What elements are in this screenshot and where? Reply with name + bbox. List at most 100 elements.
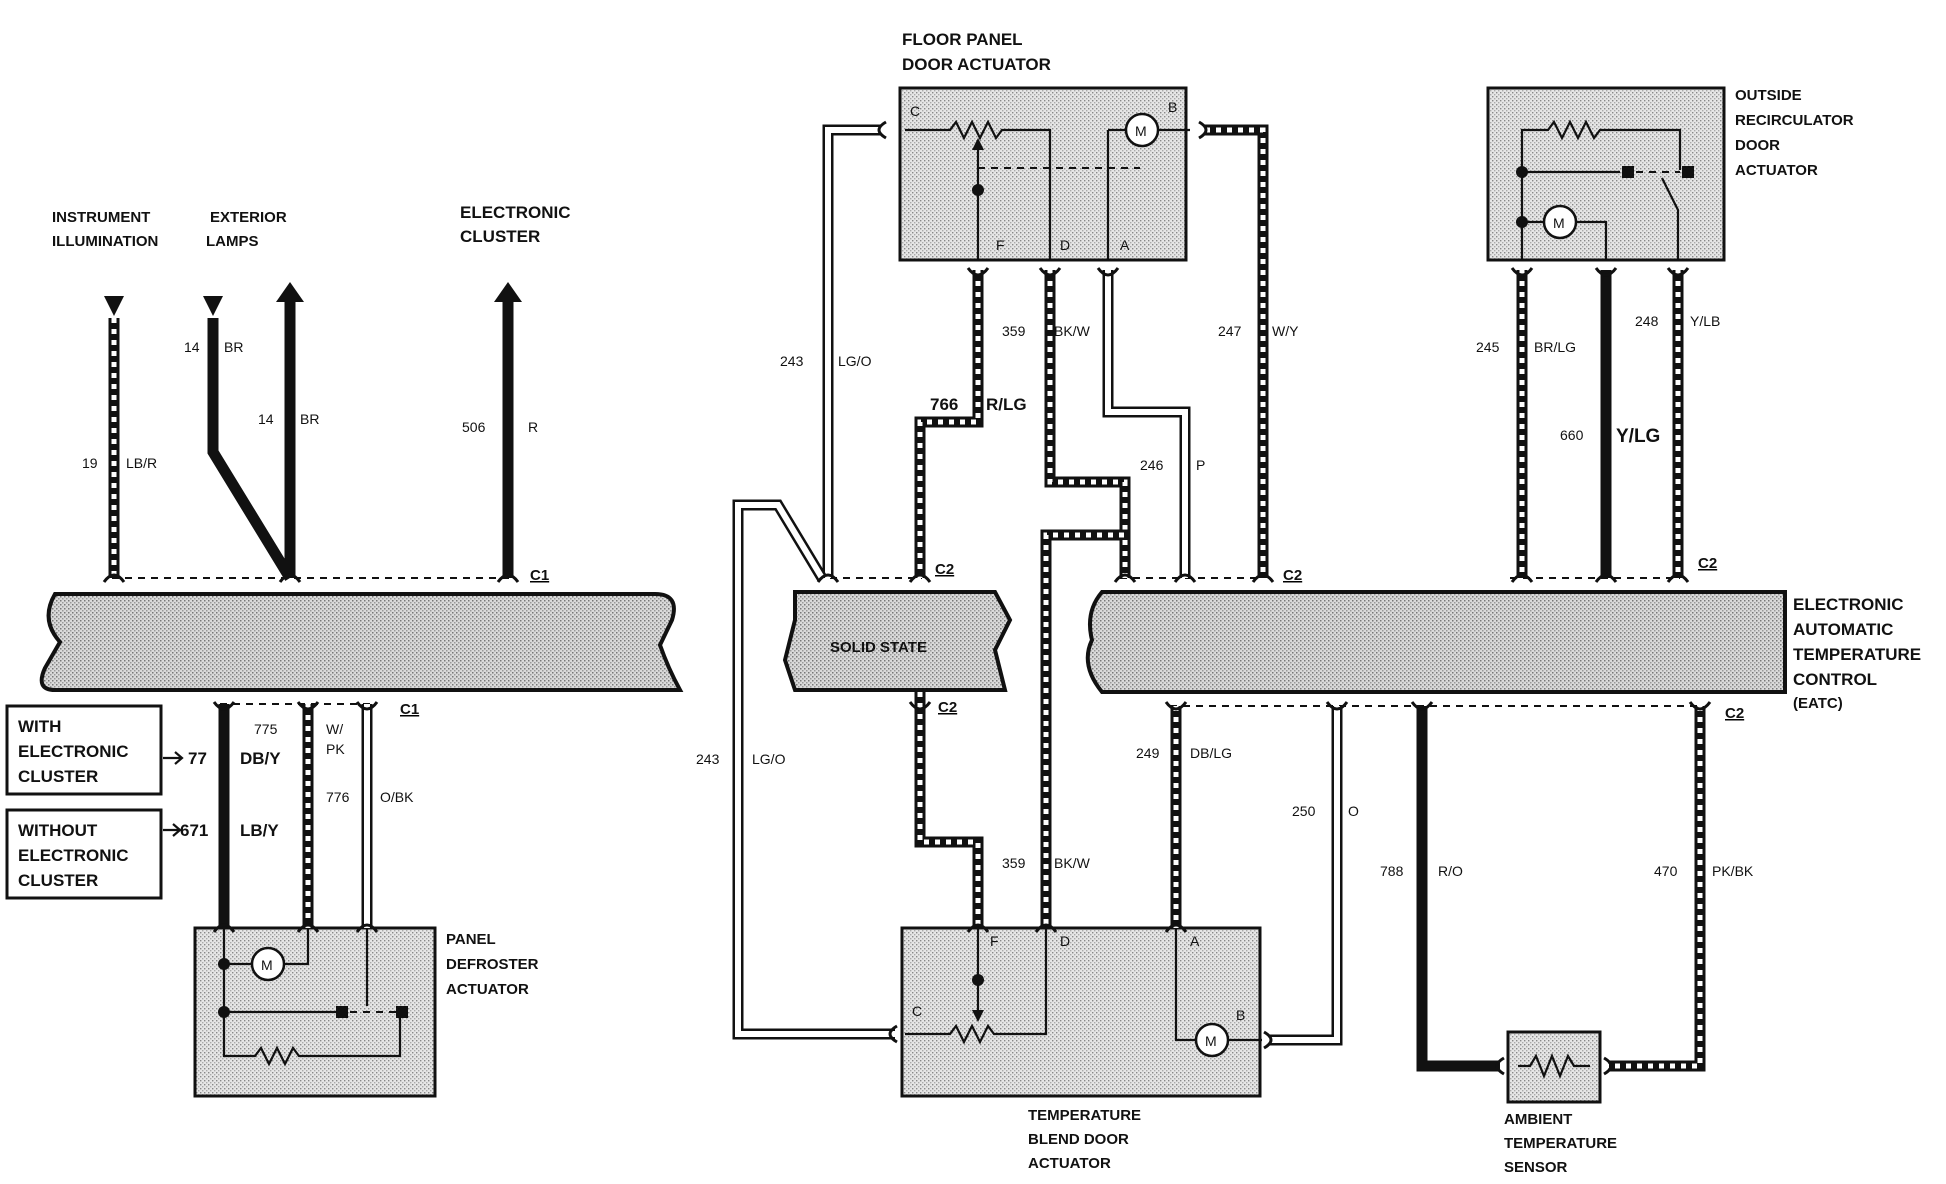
svg-text:PANEL: PANEL bbox=[446, 931, 496, 948]
svg-text:766: 766 bbox=[930, 395, 958, 414]
outside-recirc-label: OUTSIDE RECIRCULATOR DOOR ACTUATOR bbox=[1735, 87, 1854, 179]
svg-text:M: M bbox=[1205, 1033, 1217, 1049]
svg-text:506: 506 bbox=[462, 419, 486, 435]
svg-text:ACTUATOR: ACTUATOR bbox=[1028, 1155, 1111, 1172]
svg-text:Y/LB: Y/LB bbox=[1690, 313, 1720, 329]
pin-d-blend: D bbox=[1060, 933, 1070, 949]
svg-text:C2: C2 bbox=[1725, 705, 1744, 722]
with-cluster-label: WITH ELECTRONIC CLUSTER 77 bbox=[18, 717, 207, 786]
pin-b-floor: B bbox=[1168, 99, 1177, 115]
svg-text:243: 243 bbox=[696, 751, 720, 767]
svg-text:DB/Y: DB/Y bbox=[240, 749, 281, 768]
svg-text:C2: C2 bbox=[935, 561, 954, 578]
without-cluster-box bbox=[5, 808, 163, 900]
svg-text:BR: BR bbox=[300, 411, 319, 427]
svg-text:247: 247 bbox=[1218, 323, 1242, 339]
svg-text:LB/R: LB/R bbox=[126, 455, 157, 471]
svg-text:ACTUATOR: ACTUATOR bbox=[1735, 162, 1818, 179]
pin-a-floor: A bbox=[1120, 237, 1130, 253]
panel-defroster-label: PANEL DEFROSTER ACTUATOR bbox=[446, 931, 539, 998]
svg-text:660: 660 bbox=[1560, 427, 1584, 443]
svg-text:C2: C2 bbox=[1283, 567, 1302, 584]
svg-text:WITH: WITH bbox=[18, 717, 61, 736]
svg-text:PK/BK: PK/BK bbox=[1712, 863, 1754, 879]
svg-text:77: 77 bbox=[188, 749, 207, 768]
svg-text:BR/LG: BR/LG bbox=[1534, 339, 1576, 355]
svg-text:AMBIENT: AMBIENT bbox=[1504, 1111, 1572, 1128]
svg-text:DOOR: DOOR bbox=[1735, 137, 1780, 154]
temp-blend-actuator-box bbox=[900, 926, 1262, 1098]
without-cluster-label: WITHOUT ELECTRONIC CLUSTER 671 bbox=[18, 821, 208, 890]
svg-text:LG/O: LG/O bbox=[752, 751, 786, 767]
svg-text:775: 775 bbox=[254, 721, 278, 737]
svg-text:C1: C1 bbox=[400, 701, 419, 718]
svg-text:14: 14 bbox=[258, 411, 274, 427]
with-cluster-box bbox=[5, 704, 163, 796]
svg-text:CLUSTER: CLUSTER bbox=[460, 227, 540, 246]
svg-text:DB/LG: DB/LG bbox=[1190, 745, 1232, 761]
svg-text:(EATC): (EATC) bbox=[1793, 695, 1843, 712]
panel-defroster-internals: M bbox=[218, 928, 408, 1067]
connector-labels: C1 C1 C2 C2 C2 C2 C2 bbox=[400, 555, 1744, 722]
svg-text:W/: W/ bbox=[326, 721, 343, 737]
svg-text:FLOOR PANEL: FLOOR PANEL bbox=[902, 30, 1023, 49]
pin-a-blend: A bbox=[1190, 933, 1200, 949]
pin-d-floor: D bbox=[1060, 237, 1070, 253]
floor-panel-label: FLOOR PANEL DOOR ACTUATOR bbox=[902, 30, 1051, 74]
svg-text:EXTERIOR: EXTERIOR bbox=[210, 209, 287, 226]
svg-text:ELECTRONIC: ELECTRONIC bbox=[1793, 595, 1904, 614]
temp-blend-internals: M C F D A B bbox=[905, 928, 1262, 1058]
svg-text:248: 248 bbox=[1635, 313, 1659, 329]
svg-text:INSTRUMENT: INSTRUMENT bbox=[52, 209, 150, 226]
pin-c-blend: C bbox=[912, 1003, 922, 1019]
wire-labels: 19 LB/R 14 BR 14 BR 506 R 775 W/ PK 776 … bbox=[82, 313, 1754, 879]
svg-text:243: 243 bbox=[780, 353, 804, 369]
svg-text:M: M bbox=[261, 957, 273, 973]
svg-text:BR: BR bbox=[224, 339, 243, 355]
svg-text:R: R bbox=[528, 419, 538, 435]
temp-blend-label: TEMPERATURE BLEND DOOR ACTUATOR bbox=[1028, 1107, 1141, 1172]
svg-text:246: 246 bbox=[1140, 457, 1164, 473]
svg-text:359: 359 bbox=[1002, 323, 1026, 339]
solid-state-module bbox=[782, 590, 1013, 692]
svg-text:LB/Y: LB/Y bbox=[240, 821, 279, 840]
svg-text:14: 14 bbox=[184, 339, 200, 355]
solid-state-label: SOLID STATE bbox=[830, 639, 927, 656]
svg-text:AUTOMATIC: AUTOMATIC bbox=[1793, 620, 1893, 639]
svg-text:ELECTRONIC: ELECTRONIC bbox=[460, 203, 571, 222]
svg-text:BLEND DOOR: BLEND DOOR bbox=[1028, 1131, 1129, 1148]
svg-text:LAMPS: LAMPS bbox=[206, 233, 259, 250]
svg-text:TEMPERATURE: TEMPERATURE bbox=[1028, 1107, 1141, 1124]
svg-text:R/O: R/O bbox=[1438, 863, 1463, 879]
electronic-cluster-label: ELECTRONIC CLUSTER bbox=[460, 203, 571, 246]
pin-b-blend: B bbox=[1236, 1007, 1245, 1023]
svg-text:PK: PK bbox=[326, 741, 345, 757]
svg-text:LG/O: LG/O bbox=[838, 353, 872, 369]
instrument-illumination-label: INSTRUMENT ILLUMINATION bbox=[52, 209, 158, 250]
svg-text:359: 359 bbox=[1002, 855, 1026, 871]
outside-recirc-internals: M bbox=[1516, 119, 1694, 260]
left-module bbox=[39, 592, 684, 692]
svg-text:776: 776 bbox=[326, 789, 350, 805]
svg-text:W/Y: W/Y bbox=[1272, 323, 1299, 339]
svg-text:WITHOUT: WITHOUT bbox=[18, 821, 98, 840]
exterior-lamps-label: EXTERIOR LAMPS bbox=[206, 209, 287, 250]
svg-text:788: 788 bbox=[1380, 863, 1404, 879]
svg-text:19: 19 bbox=[82, 455, 98, 471]
svg-text:ELECTRONIC: ELECTRONIC bbox=[18, 742, 129, 761]
svg-text:ILLUMINATION: ILLUMINATION bbox=[52, 233, 158, 250]
svg-text:SENSOR: SENSOR bbox=[1504, 1159, 1568, 1176]
svg-text:C2: C2 bbox=[938, 699, 957, 716]
pin-c-floor: C bbox=[910, 103, 920, 119]
svg-text:O: O bbox=[1348, 803, 1359, 819]
ambient-sensor-label: AMBIENT TEMPERATURE SENSOR bbox=[1504, 1111, 1617, 1176]
svg-text:CLUSTER: CLUSTER bbox=[18, 767, 98, 786]
svg-text:M: M bbox=[1553, 215, 1565, 231]
svg-text:P: P bbox=[1196, 457, 1205, 473]
svg-text:ACTUATOR: ACTUATOR bbox=[446, 981, 529, 998]
eatc-module bbox=[1085, 590, 1787, 694]
svg-text:CLUSTER: CLUSTER bbox=[18, 871, 98, 890]
svg-text:CONTROL: CONTROL bbox=[1793, 670, 1877, 689]
svg-text:R/LG: R/LG bbox=[986, 395, 1027, 414]
